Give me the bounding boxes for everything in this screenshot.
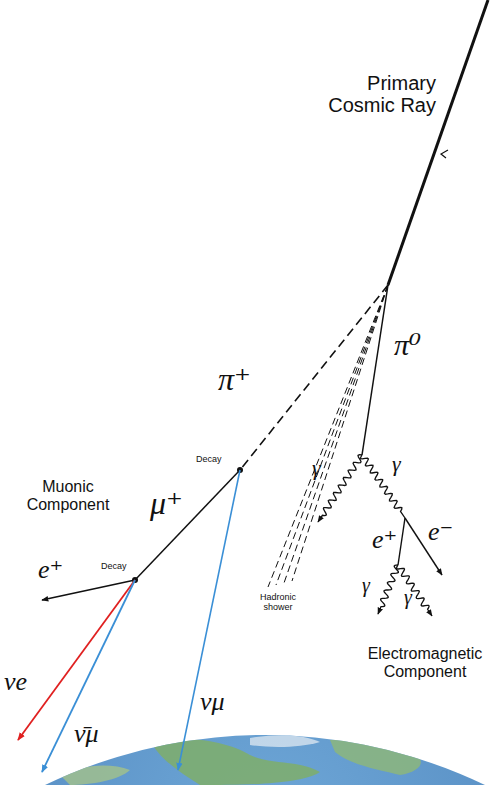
earth <box>0 735 491 785</box>
particle-label: μ⁺ <box>150 486 183 521</box>
muon-neutrino-track <box>178 470 240 770</box>
photon-track <box>378 565 398 614</box>
pion-track <box>240 285 388 470</box>
decay-label: Decay <box>101 562 127 572</box>
particle-label: γ <box>362 574 370 596</box>
muon-antineutrino-track <box>42 580 135 772</box>
title-label: Primary Cosmic Ray <box>328 72 436 116</box>
particle-label: π⁺ <box>218 362 251 397</box>
cloud-patch <box>250 735 320 747</box>
photon-track <box>318 455 362 522</box>
photon-track <box>397 565 433 616</box>
muon-track <box>135 470 240 580</box>
particle-label: νμ <box>200 688 225 717</box>
direction-arrow <box>441 150 448 158</box>
particle-label: ν̄μ <box>74 720 99 749</box>
decay-label: Decay <box>196 455 222 465</box>
land-patch <box>60 765 130 785</box>
earth-globe <box>0 735 491 785</box>
primary-track <box>388 0 488 285</box>
positron-track <box>398 518 405 565</box>
component-label: Muonic Component <box>18 478 118 513</box>
particle-label: π⁰ <box>394 328 421 361</box>
particle-label: e⁺ <box>372 526 397 555</box>
hadronic-shower <box>268 285 388 587</box>
particle-label: γ <box>312 456 321 480</box>
particle-label: νe <box>4 668 27 697</box>
particle-label: e⁺ <box>38 556 63 585</box>
land-patch <box>330 740 421 775</box>
electron-neutrino-track <box>18 580 135 740</box>
neutral-pion-track <box>362 285 388 455</box>
photon-tracks <box>318 455 432 616</box>
particle-label: γ <box>392 452 401 476</box>
shower-label: Hadronic shower <box>252 593 304 613</box>
particle-label: e⁻ <box>428 518 453 547</box>
component-label: Electromagnetic Component <box>362 645 488 680</box>
particle-label: γ <box>404 586 412 608</box>
